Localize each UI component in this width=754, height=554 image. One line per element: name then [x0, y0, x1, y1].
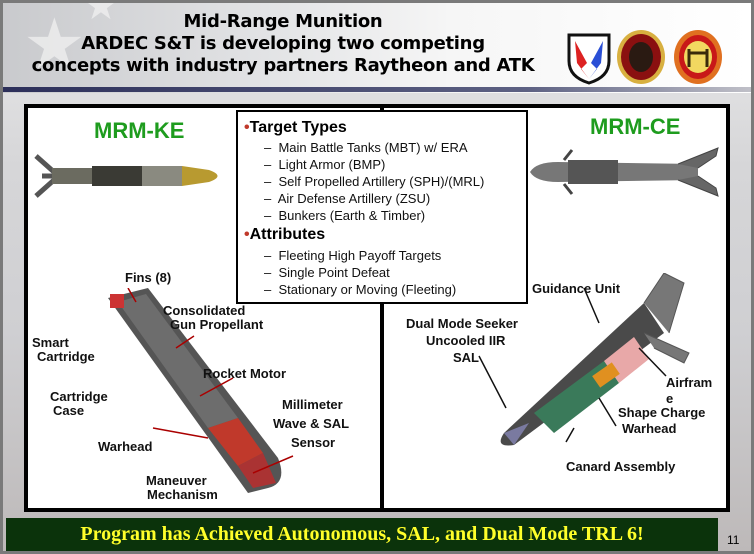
label-warhead: Warhead [98, 439, 153, 454]
label-canard-assembly: Canard Assembly [566, 459, 676, 474]
label-sensor: Sensor [291, 435, 336, 450]
label-uncooled-iir: Uncooled IIR [426, 333, 506, 348]
star-decoration: ★ [23, 5, 86, 83]
page-number: 11 [727, 533, 740, 547]
target-type-item: – Main Battle Tanks (MBT) w/ ERA [264, 140, 468, 155]
target-type-item: – Self Propelled Artillery (SPH)/(MRL) [264, 174, 485, 189]
label-consolidated: Consolidated [163, 303, 246, 318]
label-shape-charge: Shape Charge [618, 405, 706, 420]
attributes-heading: •Attributes [244, 226, 326, 243]
ardec-seal-logo [617, 30, 665, 84]
label-maneuver: Maneuver [146, 473, 207, 488]
header: ★ ★ Mid-Range Munition ARDEC S&T is deve… [3, 3, 751, 93]
picatinny-seal-logo [674, 30, 722, 84]
attribute-item: – Fleeting High Payoff Targets [264, 248, 442, 263]
slide: ★ ★ Mid-Range Munition ARDEC S&T is deve… [3, 3, 751, 551]
attribute-item: – Stationary or Moving (Fleeting) [264, 282, 457, 297]
star-decoration: ★ [83, 3, 119, 28]
mrm-ce-projectile-image [530, 147, 719, 197]
label-cartridge: Cartridge [37, 349, 95, 364]
label-airframe-1: Airfram [666, 375, 713, 390]
target-type-item: – Bunkers (Earth & Timber) [264, 208, 426, 223]
slide-subtitle-2: concepts with industry partners Raytheon… [31, 55, 535, 76]
label-guidance-unit: Guidance Unit [532, 281, 621, 296]
mrm-ke-cutaway-diagram [108, 288, 294, 493]
target-info-box: •Target Types – Main Battle Tanks (MBT) … [236, 110, 528, 304]
label-warhead: Warhead [622, 421, 677, 436]
target-type-item: – Light Armor (BMP) [264, 157, 386, 172]
label-gun-propellant: Gun Propellant [170, 317, 264, 332]
mrm-ke-projectile-image [34, 154, 218, 198]
label-rocket-motor: Rocket Motor [203, 366, 287, 381]
label-mechanism: Mechanism [147, 487, 218, 502]
label-airframe-2: e [666, 391, 674, 406]
target-types-heading: •Target Types [244, 119, 347, 136]
mrm-ke-title: MRM-KE [94, 118, 185, 143]
target-type-item: – Air Defense Artillery (ZSU) [264, 191, 431, 206]
header-divider [3, 87, 751, 92]
footer-banner: Program has Achieved Autonomous, SAL, an… [6, 518, 718, 551]
label-smart: Smart [32, 335, 69, 350]
label-dual-mode-seeker: Dual Mode Seeker [406, 316, 518, 331]
attribute-item: – Single Point Defeat [264, 265, 390, 280]
label-millimeter: Millimeter [282, 397, 343, 412]
slide-subtitle-1: ARDEC S&T is developing two competing [81, 33, 485, 54]
label-wave-sal: Wave & SAL [273, 416, 350, 431]
label-sal: SAL [453, 350, 479, 365]
slide-title: Mid-Range Munition [183, 11, 383, 32]
mrm-ce-title: MRM-CE [590, 114, 681, 139]
army-shield-logo [567, 33, 611, 85]
label-fins: Fins (8) [125, 270, 172, 285]
label-cartridge-case-2: Case [53, 403, 85, 418]
label-cartridge-case-1: Cartridge [50, 389, 108, 404]
